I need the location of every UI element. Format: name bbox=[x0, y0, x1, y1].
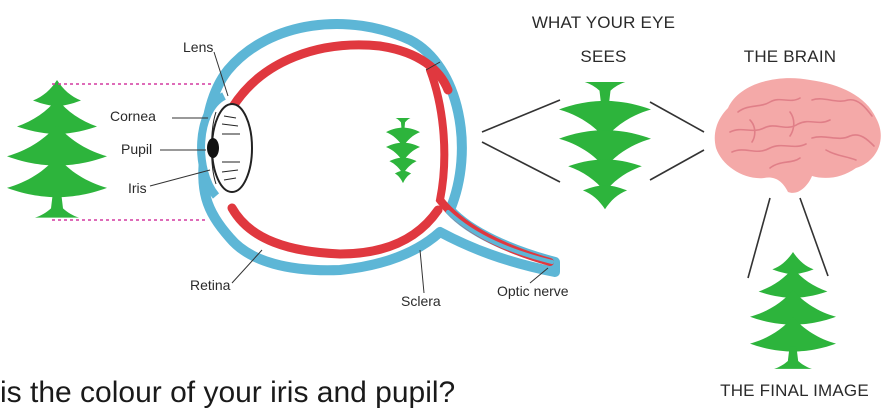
label-sclera: Sclera bbox=[401, 293, 441, 309]
label-pupil: Pupil bbox=[121, 141, 152, 157]
question-text: is the colour of your iris and pupil? bbox=[0, 376, 455, 410]
caption-what-your-eye-sees-line1: WHAT YOUR EYE bbox=[506, 13, 701, 33]
what-eye-sees-tree bbox=[559, 82, 651, 209]
brain-image bbox=[715, 78, 881, 193]
pupil bbox=[207, 138, 219, 158]
eyeball bbox=[201, 24, 555, 272]
label-lens: Lens bbox=[183, 39, 213, 55]
source-tree bbox=[7, 80, 107, 218]
label-optic-nerve: Optic nerve bbox=[497, 283, 569, 299]
caption-the-final-image: THE FINAL IMAGE bbox=[700, 381, 889, 401]
caption-what-your-eye-sees-line2: SEES bbox=[506, 47, 701, 67]
caption-the-brain: THE BRAIN bbox=[720, 47, 860, 67]
label-cornea: Cornea bbox=[110, 108, 156, 124]
label-retina: Retina bbox=[190, 277, 230, 293]
label-iris: Iris bbox=[128, 180, 147, 196]
final-image-tree bbox=[750, 252, 836, 369]
